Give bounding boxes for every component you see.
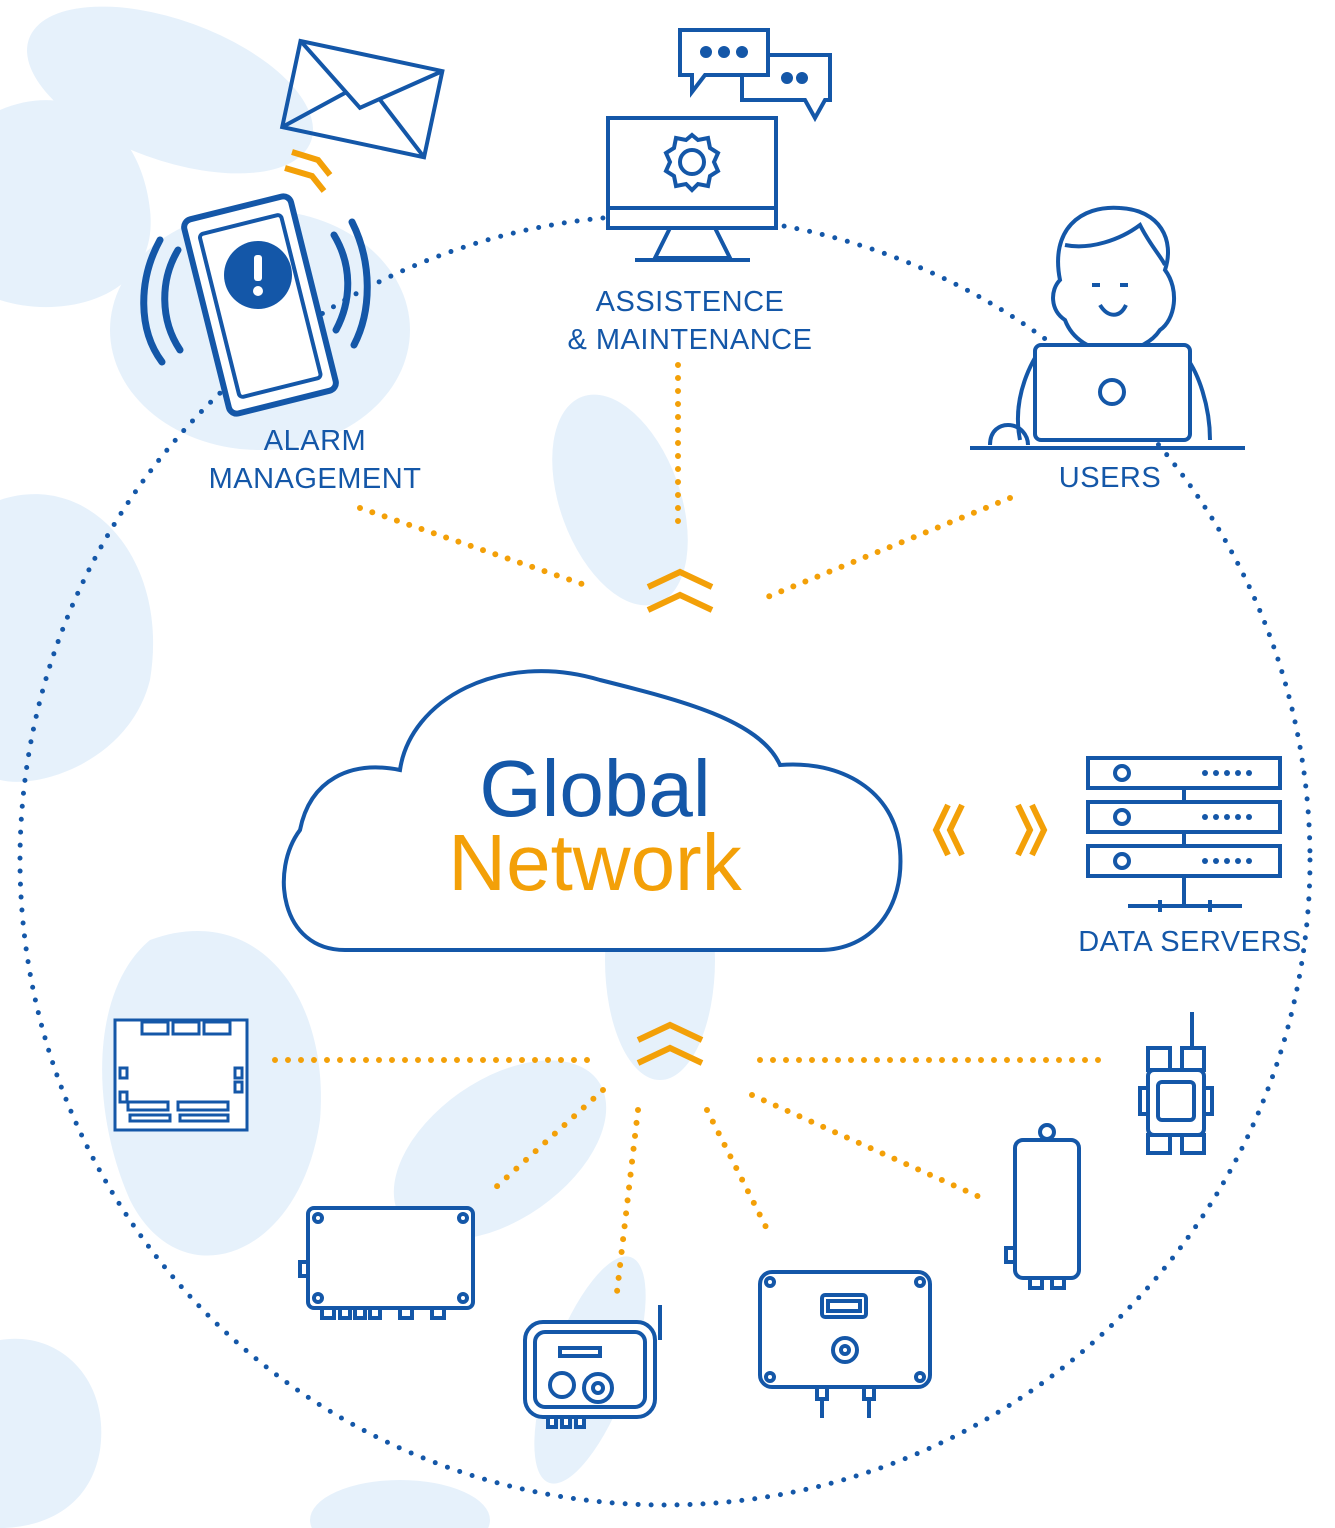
cloud-title-line1: Global bbox=[479, 744, 711, 833]
alarm-label-line2: MANAGEMENT bbox=[208, 463, 422, 495]
chat-bubbles-icon bbox=[678, 28, 832, 123]
cloud-title: Global Network bbox=[360, 744, 830, 907]
assistance-maintenance-label: ASSISTENCE & MAINTENANCE bbox=[540, 283, 840, 359]
chevron-up-icon bbox=[646, 568, 714, 613]
users-label: USERS bbox=[1058, 462, 1162, 494]
wireless-display-device-icon bbox=[523, 1305, 662, 1429]
cloud-shape bbox=[281, 669, 903, 952]
signal-chevrons-icon bbox=[284, 149, 333, 193]
network-ring bbox=[17, 212, 1313, 1508]
cloud-title-line2: Network bbox=[448, 818, 742, 907]
assistance-label-line2: & MAINTENANCE bbox=[567, 324, 813, 356]
controller-board-icon bbox=[113, 1018, 249, 1132]
data-servers-label: DATA SERVERS bbox=[1078, 926, 1302, 958]
alert-phone-icon bbox=[140, 193, 371, 417]
alarm-label-line1: ALARM bbox=[263, 425, 367, 457]
connectors bbox=[272, 362, 1113, 1295]
wireless-module-icon bbox=[1138, 1012, 1214, 1155]
display-unit-icon bbox=[758, 1270, 932, 1418]
chevron-up-icon bbox=[636, 1021, 704, 1066]
alarm-management-label: ALARM MANAGEMENT bbox=[175, 422, 455, 498]
bidirectional-arrows-icon bbox=[932, 803, 1048, 857]
envelope-icon bbox=[279, 38, 445, 160]
server-rack-icon bbox=[1086, 756, 1282, 912]
assistance-label-line1: ASSISTENCE bbox=[595, 286, 785, 318]
enclosure-box-icon bbox=[298, 1206, 475, 1320]
monitor-gear-icon bbox=[606, 116, 778, 262]
cylinder-sensor-icon bbox=[1004, 1123, 1081, 1290]
user-laptop-icon bbox=[970, 205, 1245, 450]
server-leds bbox=[1202, 770, 1252, 864]
